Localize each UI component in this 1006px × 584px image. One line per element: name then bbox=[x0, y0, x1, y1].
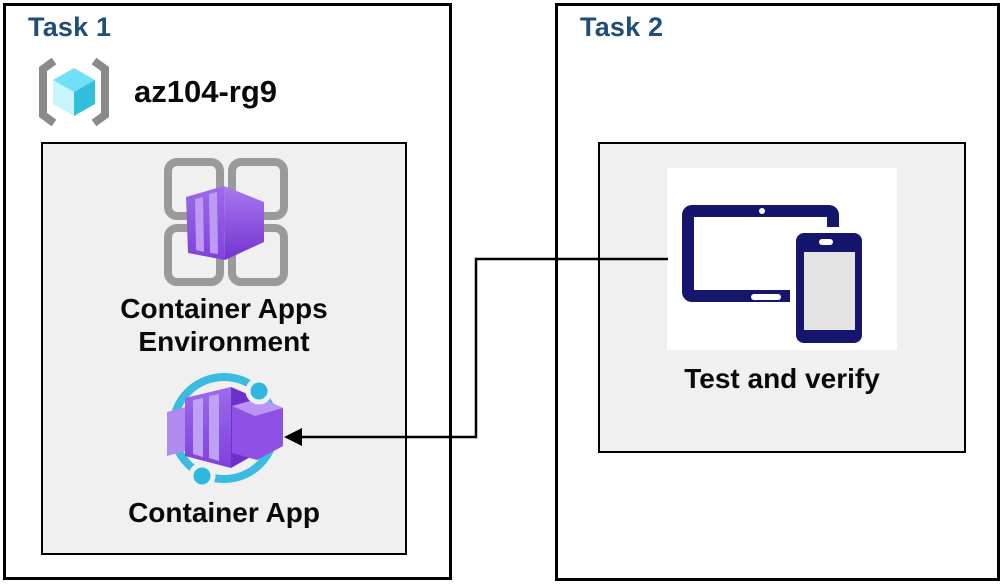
task1-inner-box: Container Apps Environment bbox=[41, 142, 407, 555]
test-icon-panel bbox=[667, 168, 897, 350]
task1-box: Task 1 az104-rg9 bbox=[3, 3, 452, 580]
resource-group-name: az104-rg9 bbox=[134, 74, 278, 109]
azure-resource-group-icon bbox=[39, 57, 109, 127]
cyan-dot-icon bbox=[245, 377, 273, 405]
task2-box: Task 2 T bbox=[555, 3, 1000, 581]
task2-inner-box: Test and verify bbox=[598, 142, 966, 453]
left-container-icon bbox=[167, 406, 189, 456]
container-app-label: Container App bbox=[128, 497, 320, 528]
env-label-line1: Container Apps bbox=[120, 293, 328, 324]
env-label-line2: Environment bbox=[138, 326, 310, 357]
test-and-verify-label: Test and verify bbox=[684, 363, 880, 394]
container-apps-environment-icon bbox=[164, 158, 288, 286]
resource-group: az104-rg9 bbox=[30, 56, 277, 128]
container-box-icon bbox=[186, 186, 264, 260]
task2-title: Task 2 bbox=[580, 12, 664, 42]
right-container-icon bbox=[232, 398, 283, 460]
container-apps-environment-label: Container Apps Environment bbox=[120, 292, 327, 358]
cyan-dot-icon bbox=[188, 462, 216, 490]
container-app-icon bbox=[167, 373, 283, 490]
phone-icon bbox=[790, 227, 868, 349]
task1-title: Task 1 bbox=[28, 12, 112, 42]
tablet-and-phone-icon bbox=[682, 205, 868, 349]
